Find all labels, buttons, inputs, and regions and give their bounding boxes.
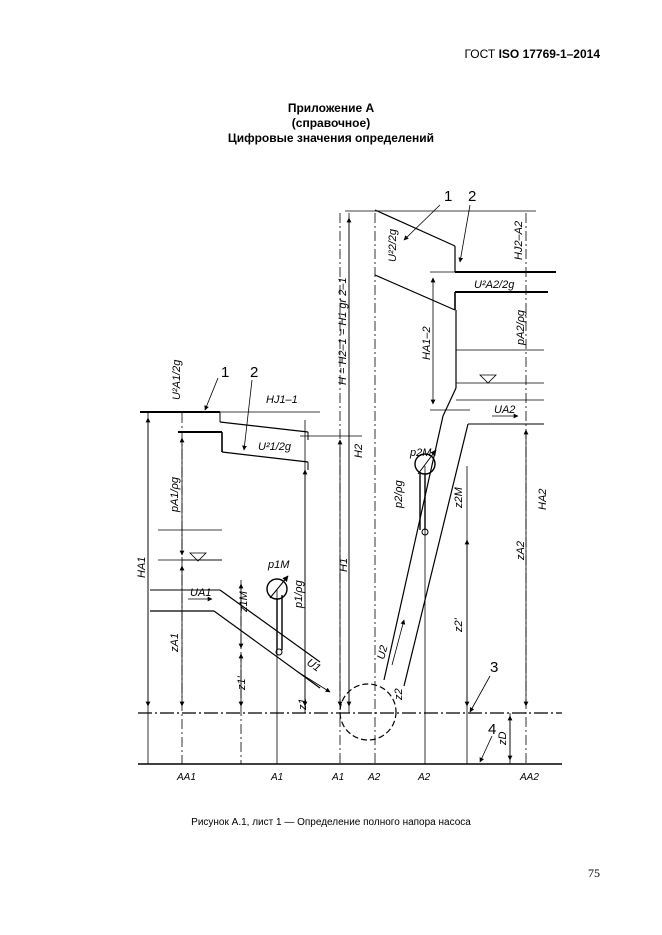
label-z2: z2 bbox=[393, 688, 405, 701]
label-z1p: z1' bbox=[236, 675, 248, 691]
annex-title: Приложение А bbox=[287, 101, 375, 115]
annex-title-block: Приложение А (справочное) Цифровые значе… bbox=[0, 101, 662, 146]
label-u2-head: U²2/2g bbox=[387, 228, 399, 262]
page-number: 75 bbox=[588, 866, 600, 880]
geometry bbox=[138, 204, 562, 765]
label-ha1-2: HA1–2 bbox=[421, 326, 433, 360]
callout-1-right: 1 bbox=[444, 188, 452, 205]
label-p2m: p2M bbox=[409, 447, 432, 459]
figure-caption: Рисунок А.1, лист 1 — Определение полног… bbox=[191, 817, 471, 828]
label-za1: zA1 bbox=[169, 633, 181, 653]
label-pa1-head: pA1/ρg bbox=[169, 476, 181, 513]
label-a2-second: A2 bbox=[417, 772, 431, 783]
label-zd: zD bbox=[497, 732, 509, 747]
standard-prefix: ГОСТ bbox=[464, 47, 496, 61]
label-pa2-head: pA2/ρg bbox=[515, 309, 527, 346]
label-p2-head: p2/ρg bbox=[393, 479, 405, 509]
label-a1-second: A1 bbox=[331, 772, 344, 783]
label-ha2: HA2 bbox=[537, 489, 549, 510]
label-a1-first: A1 bbox=[270, 772, 283, 783]
pump-casing bbox=[339, 683, 397, 741]
label-aa2: AA2 bbox=[519, 772, 539, 783]
label-z2m: z2M bbox=[453, 486, 465, 509]
label-u1: U1 bbox=[304, 657, 322, 675]
label-ua1: UA1 bbox=[190, 587, 211, 599]
label-hj2-a2: HJ2–A2 bbox=[513, 221, 525, 260]
label-u2: U2 bbox=[375, 644, 390, 661]
label-a2-first: A2 bbox=[367, 772, 381, 783]
callout-numbers: 1 2 1 2 3 4 bbox=[221, 188, 498, 738]
standard-header: ГОСТ ISO 17769-1–2014 bbox=[464, 47, 600, 61]
label-z1m: z1M bbox=[238, 590, 250, 613]
label-h-total: H = H2–1 = H1 gr 2–1 bbox=[337, 277, 349, 385]
label-h2: H2 bbox=[353, 444, 365, 458]
label-h1: H1 bbox=[338, 558, 350, 572]
callout-1-left: 1 bbox=[221, 364, 229, 381]
callout-2-left: 2 bbox=[250, 364, 258, 381]
label-z1: z1 bbox=[297, 698, 309, 711]
callout-4: 4 bbox=[488, 721, 496, 738]
callout-2-right: 2 bbox=[468, 188, 476, 205]
label-u1-head: U²1/2g bbox=[258, 441, 292, 453]
callout-3: 3 bbox=[490, 659, 498, 676]
label-aa1: AA1 bbox=[176, 772, 196, 783]
label-p1m: p1M bbox=[267, 559, 290, 571]
annex-name: Цифровые значения определений bbox=[227, 131, 435, 145]
label-ua2: UA2 bbox=[494, 404, 515, 416]
figure-labels: U²A1/2g pA1/ρg HA1 zA1 z1M z1' z1 p1/ρg … bbox=[136, 221, 549, 783]
label-hj1: HJ1–1 bbox=[266, 394, 298, 406]
label-p1-head: p1/ρg bbox=[293, 579, 305, 609]
label-ha1: HA1 bbox=[136, 557, 148, 578]
label-ua2-head: U²A2/2g bbox=[474, 279, 515, 291]
label-ua1-head: U²A1/2g bbox=[171, 359, 183, 400]
standard-number: ISO 17769-1–2014 bbox=[498, 47, 600, 61]
label-za2: zA2 bbox=[515, 541, 527, 561]
label-z2p: z2' bbox=[453, 617, 465, 633]
annex-status: (справочное) bbox=[291, 116, 371, 130]
